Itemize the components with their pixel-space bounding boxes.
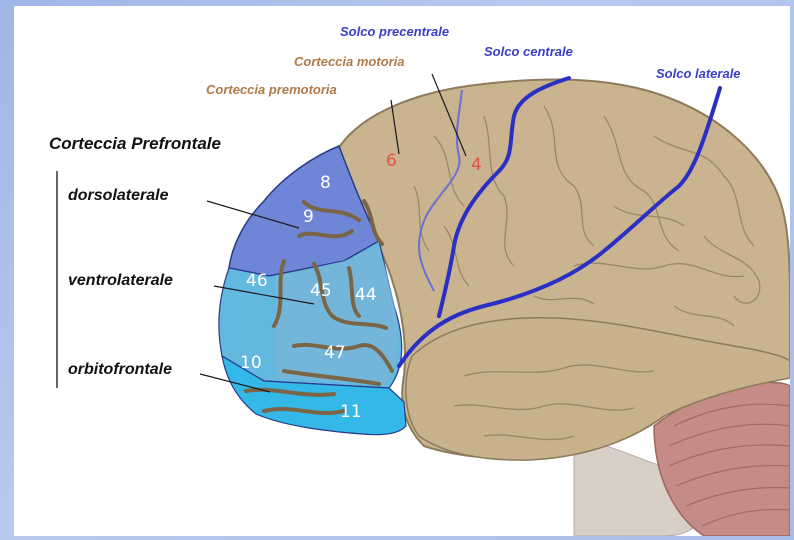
label-premotor-cortex: Corteccia premotoria xyxy=(206,82,337,97)
brain-diagram: 8 9 46 45 44 47 10 11 6 4 Corteccia Pref… xyxy=(14,6,790,536)
area-9: 9 xyxy=(303,207,314,227)
label-orbitofrontal: orbitofrontale xyxy=(68,361,172,378)
area-8: 8 xyxy=(320,173,331,193)
area-11: 11 xyxy=(340,402,362,422)
label-precentral-sulcus: Solco precentrale xyxy=(340,24,449,39)
area-10: 10 xyxy=(240,353,262,373)
area-4: 4 xyxy=(471,155,482,175)
area-46: 46 xyxy=(246,271,268,291)
area-45: 45 xyxy=(310,281,332,301)
area-47: 47 xyxy=(324,343,346,363)
area-6: 6 xyxy=(386,151,397,171)
label-motor-cortex: Corteccia motoria xyxy=(294,54,405,69)
label-prefrontal-cortex: Corteccia Prefrontale xyxy=(49,134,221,153)
diagram-frame: 8 9 46 45 44 47 10 11 6 4 Corteccia Pref… xyxy=(14,6,790,536)
label-lateral-sulcus: Solco laterale xyxy=(656,66,741,81)
label-ventrolateral: ventrolaterale xyxy=(68,272,173,289)
label-dorsolateral: dorsolaterale xyxy=(68,187,169,204)
area-44: 44 xyxy=(355,285,377,305)
label-central-sulcus: Solco centrale xyxy=(484,44,573,59)
